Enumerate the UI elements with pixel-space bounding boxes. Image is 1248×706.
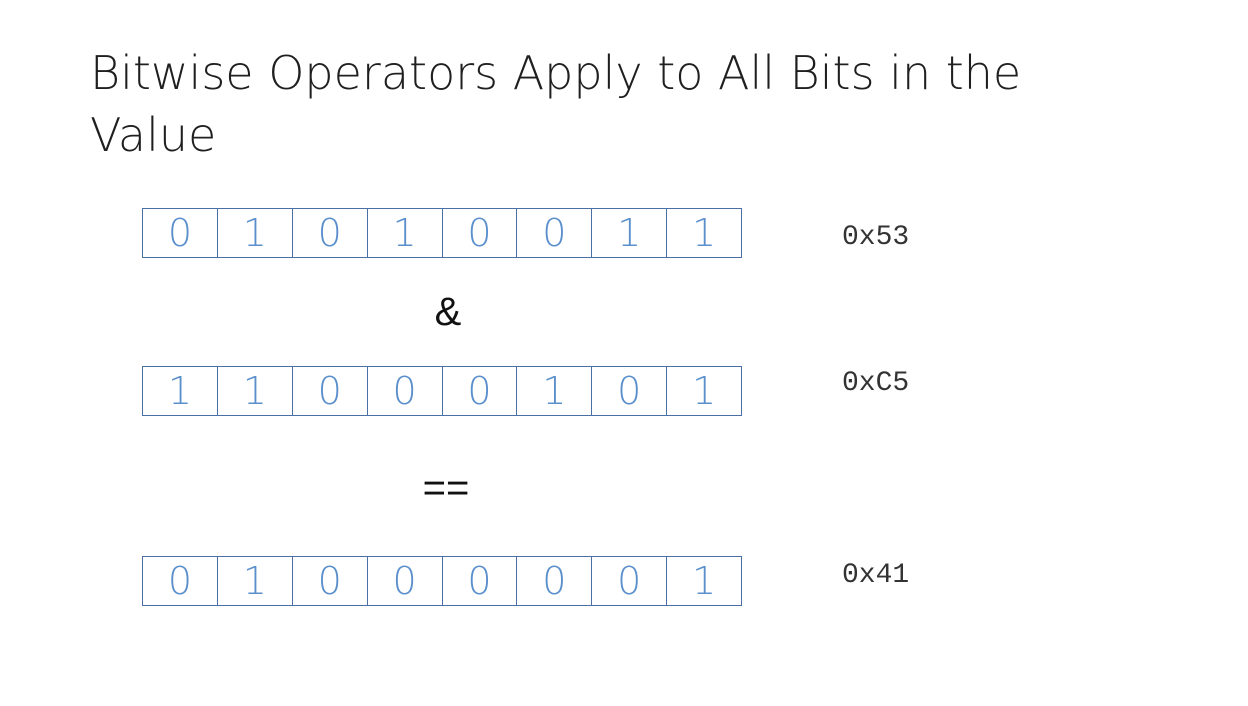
- bit-cell: 0: [143, 557, 218, 605]
- bit-cell: 0: [368, 557, 443, 605]
- operand-b-bits: 1 1 0 0 0 1 0 1: [142, 366, 742, 416]
- bit-cell: 0: [592, 557, 668, 605]
- result-bits: 0 1 0 0 0 0 0 1: [142, 556, 742, 606]
- bit-cell: 1: [143, 367, 218, 415]
- bit-cell: 0: [517, 557, 593, 605]
- bit-cell: 1: [517, 367, 593, 415]
- bit-cell: 0: [293, 367, 368, 415]
- operand-b-hex: 0xC5: [842, 368, 910, 399]
- bit-cell: 1: [691, 369, 717, 413]
- bit-cell: 0: [443, 209, 518, 257]
- bit-cell: 0: [443, 557, 518, 605]
- bit-cell: 1: [218, 209, 293, 257]
- bit-cell: 1: [691, 211, 717, 255]
- bit-cell: 0: [592, 367, 668, 415]
- and-operator: &: [434, 290, 462, 334]
- bit-cell: 1: [368, 209, 443, 257]
- equals-operator: ==: [422, 466, 470, 510]
- bit-cell: 1: [592, 209, 668, 257]
- bit-cell: 1: [218, 367, 293, 415]
- slide-title: Bitwise Operators Apply to All Bits in t…: [90, 46, 1022, 162]
- bit-cell: 0: [293, 209, 368, 257]
- bit-cell: 0: [517, 209, 593, 257]
- bit-cell: 0: [143, 209, 218, 257]
- operand-a-hex: 0x53: [842, 222, 910, 253]
- bit-cell: 0: [368, 367, 443, 415]
- bit-cell: 0: [293, 557, 368, 605]
- result-hex: 0x41: [842, 560, 910, 591]
- bit-cell: 1: [218, 557, 293, 605]
- bit-cell: 0: [443, 367, 518, 415]
- operand-a-bits: 0 1 0 1 0 0 1 1: [142, 208, 742, 258]
- bit-cell: 1: [691, 559, 717, 603]
